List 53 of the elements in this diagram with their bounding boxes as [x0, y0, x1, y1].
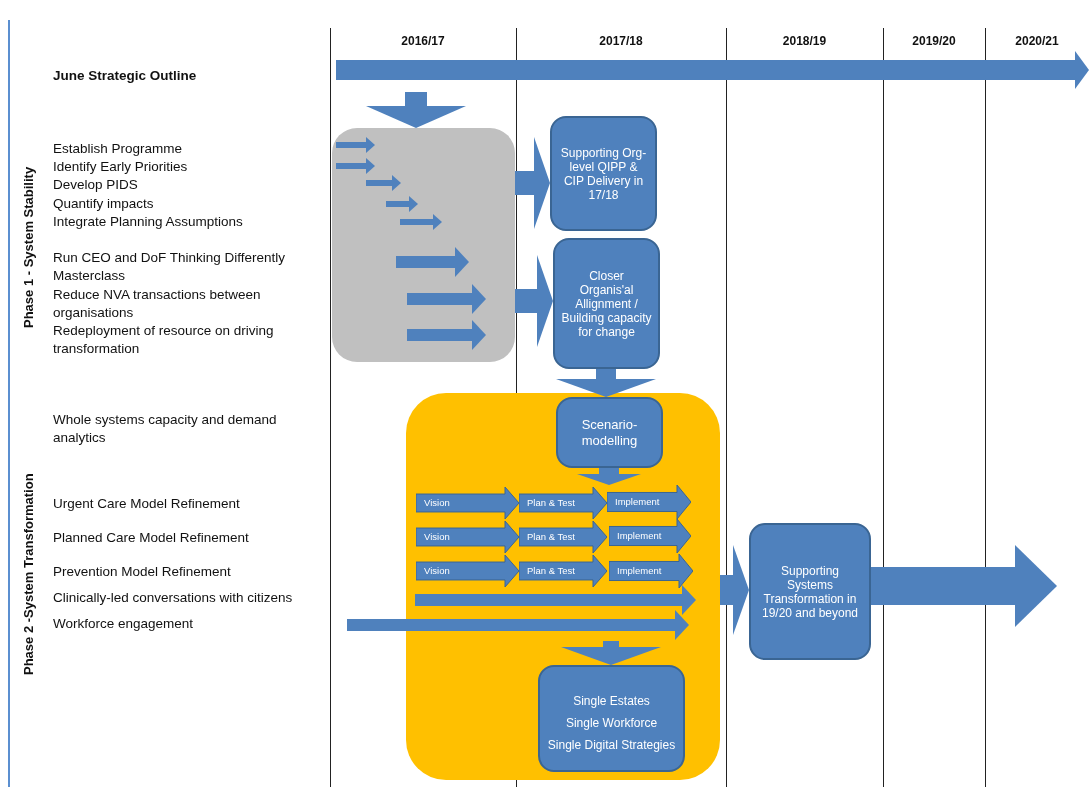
step-label: Plan & Test: [527, 531, 575, 542]
year-header: 2017/18: [598, 33, 644, 50]
row-label: Whole systems capacity and demand analytics: [53, 411, 278, 447]
step-label: Implement: [615, 496, 660, 507]
process-box: [538, 665, 685, 772]
year-header: 2020/21: [1014, 33, 1060, 50]
row-label: Integrate Planning Assumptions: [53, 213, 244, 231]
row-label: June Strategic Outline: [53, 67, 197, 85]
box-label: Single Workforce: [564, 715, 659, 730]
block-arrow: [556, 369, 656, 397]
row-label: Establish Programme: [53, 140, 184, 158]
year-header: 2016/17: [400, 33, 446, 50]
row-label: Run CEO and DoF Thinking Differently Masterclass: [53, 249, 287, 285]
step-label: Implement: [617, 565, 662, 576]
step-label: Implement: [617, 530, 662, 541]
block-arrow: [515, 137, 550, 229]
row-label: Clinically-led conversations with citizens: [53, 589, 294, 607]
row-label: Planned Care Model Refinement: [53, 529, 250, 547]
process-box: [556, 397, 663, 468]
step-label: Plan & Test: [527, 497, 575, 508]
block-arrow: [366, 92, 466, 128]
step-label: Plan & Test: [527, 565, 575, 576]
row-label: Prevention Model Refinement: [53, 563, 232, 581]
step-label: Vision: [424, 565, 450, 576]
year-header: 2018/19: [781, 33, 828, 50]
phase-label: Phase 2 -System Transformation: [20, 472, 37, 677]
phase-panel: [406, 393, 720, 780]
row-label: Urgent Care Model Refinement: [53, 495, 241, 513]
box-label: Single Digital Strategies: [546, 737, 677, 752]
row-label: Redeployment of resource on driving transformation: [53, 322, 275, 358]
box-label: Supporting Systems Transformation in 19/20 and beyond: [760, 563, 860, 620]
box-label: Single Estates: [572, 693, 651, 708]
row-label: Develop PIDS: [53, 176, 139, 194]
process-box: [553, 238, 660, 369]
box-label: Supporting Org-level QIPP & CIP Delivery in 17/18: [559, 145, 648, 202]
row-label: Reduce NVA transactions between organisations: [53, 286, 262, 322]
block-arrow: [515, 255, 553, 347]
box-label: Scenario-modelling: [580, 416, 639, 449]
process-box: [550, 116, 657, 231]
row-label: Identify Early Priorities: [53, 158, 189, 176]
block-arrow: [561, 641, 661, 665]
phase-label: Phase 1 - System Stability: [20, 165, 37, 331]
row-label: Quantify impacts: [53, 195, 155, 213]
year-header: 2019/20: [911, 33, 957, 50]
block-arrow: [720, 545, 749, 635]
block-arrow: [577, 468, 641, 485]
block-arrow: [871, 545, 1057, 627]
process-box: [749, 523, 871, 660]
box-label: Closer Organis'al Allignment / Building capacity for change: [560, 268, 653, 339]
row-label: Workforce engagement: [53, 615, 195, 633]
phase-panel: [332, 128, 515, 362]
step-label: Vision: [424, 497, 450, 508]
step-label: Vision: [424, 531, 450, 542]
